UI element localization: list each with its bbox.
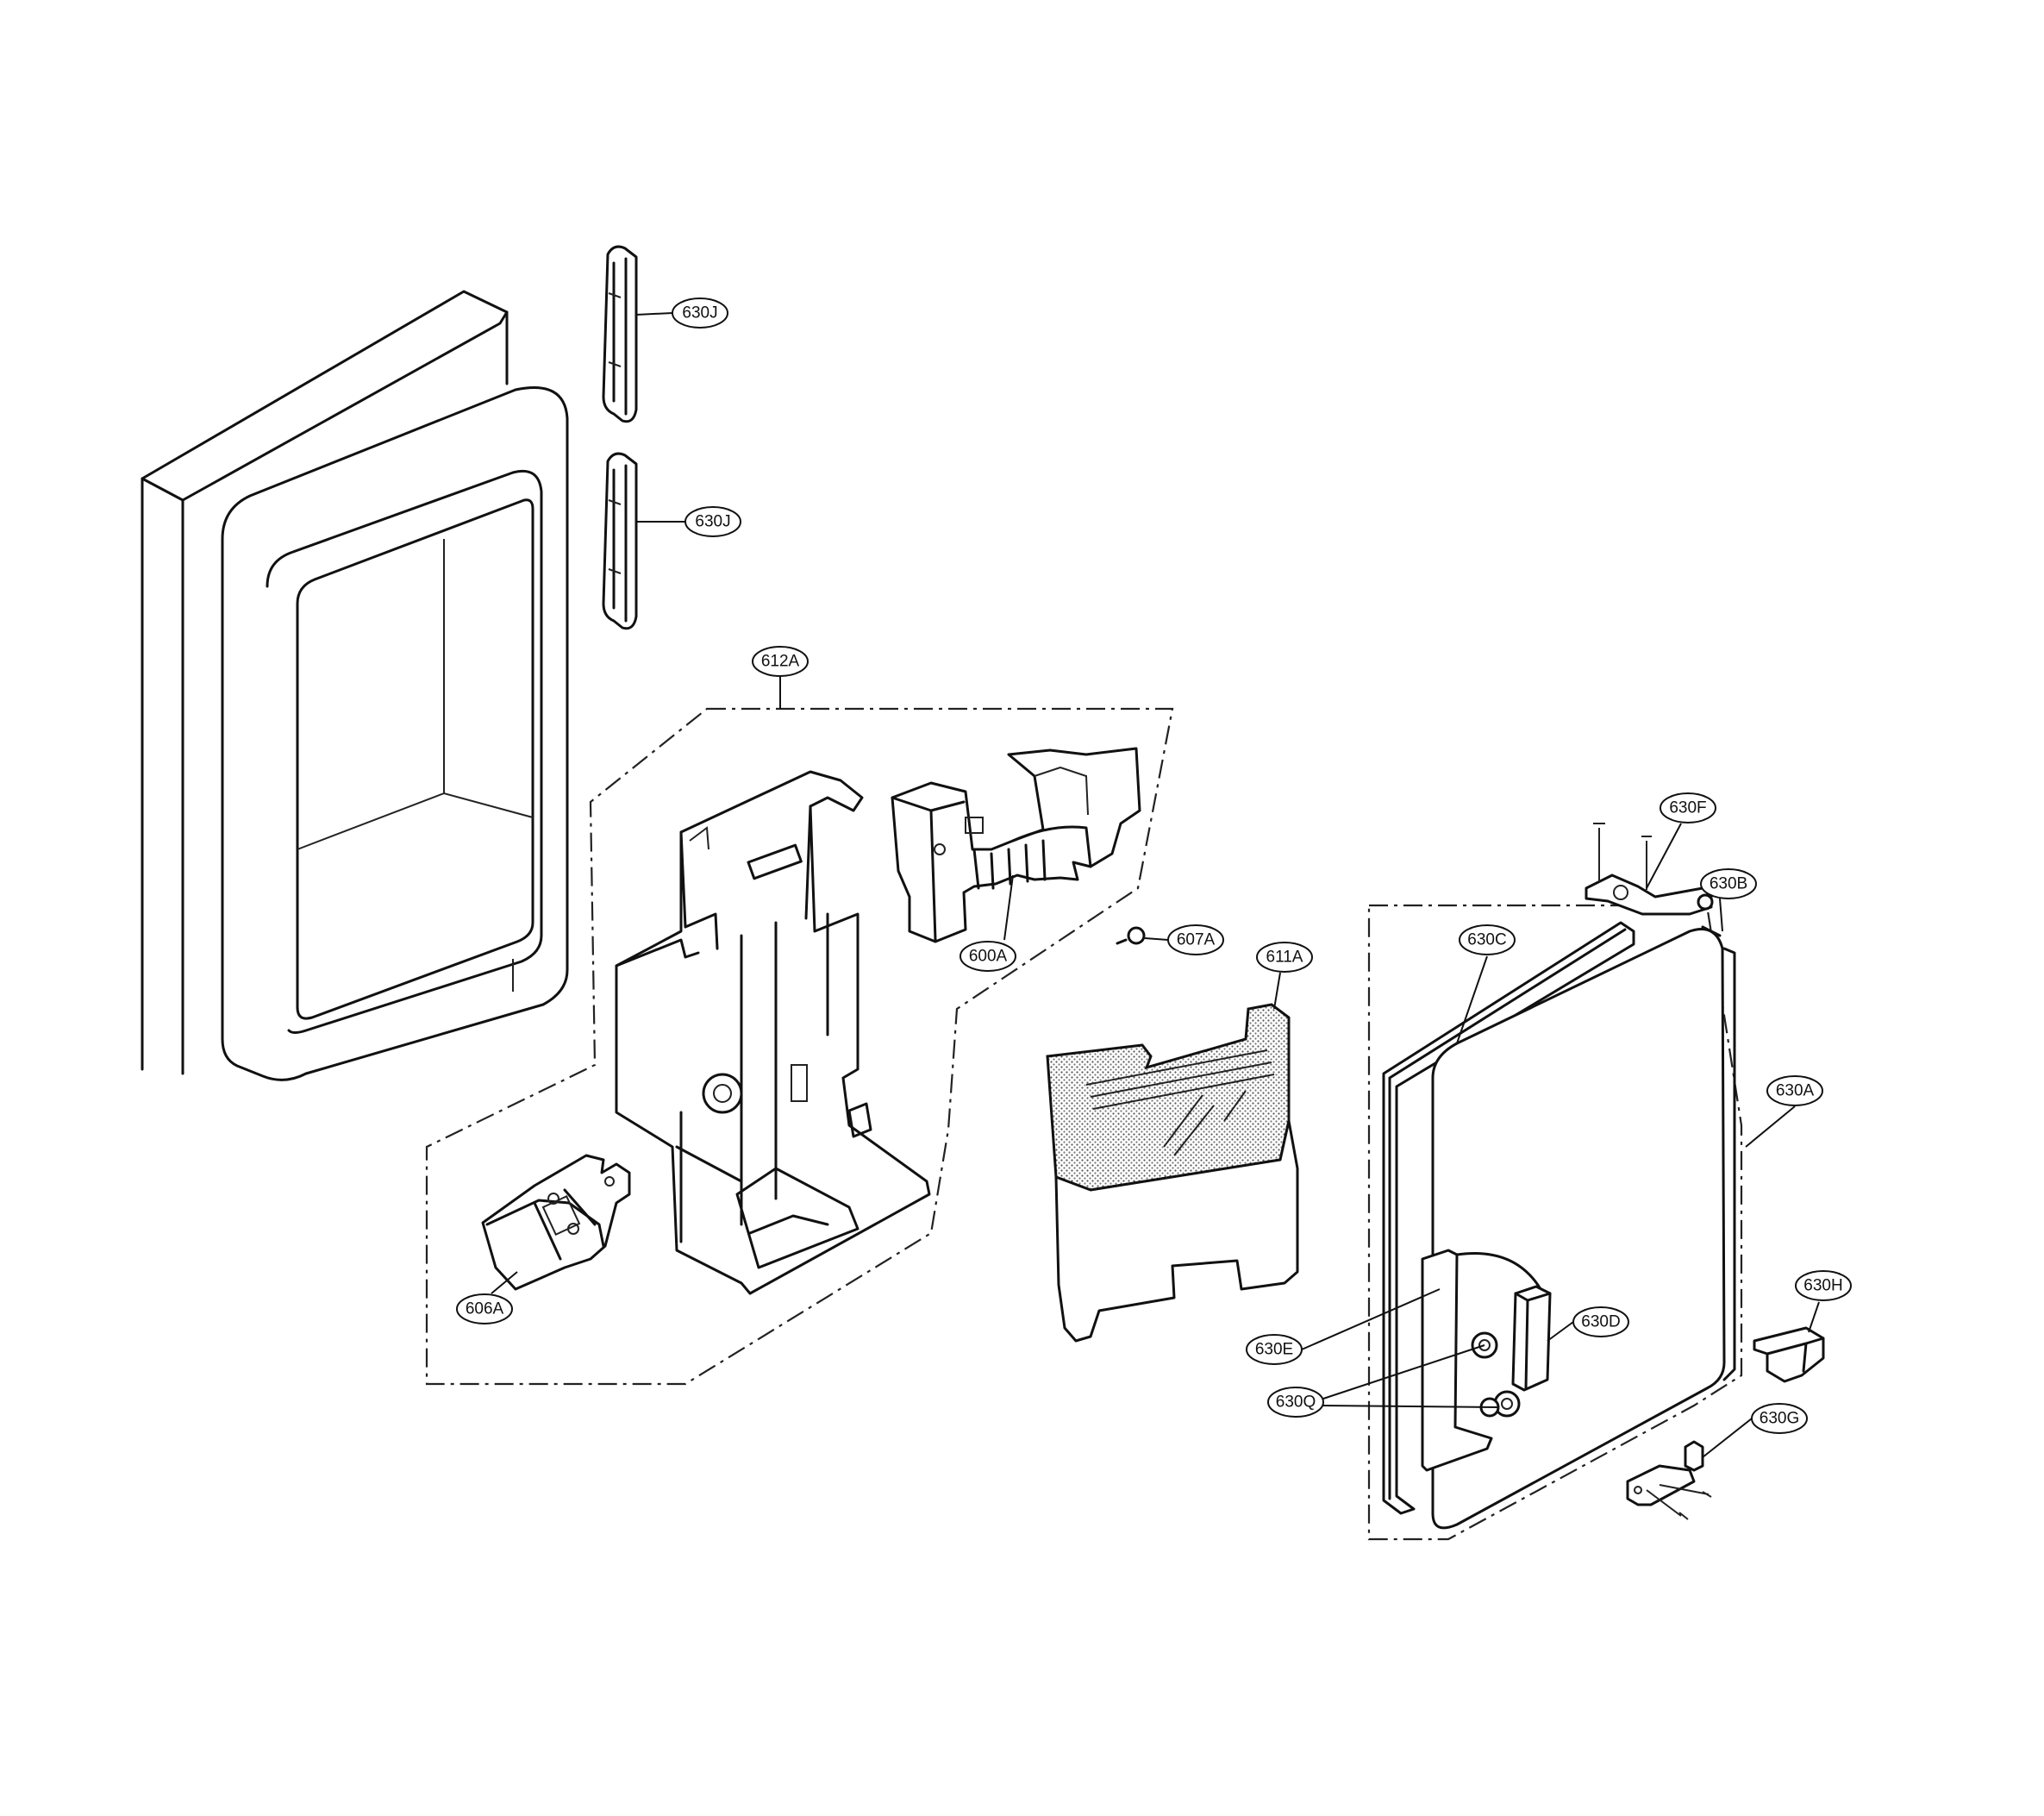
- door-handle-trim-lower: [602, 452, 638, 630]
- callout-label: 612A: [761, 653, 800, 671]
- callout-630D: 630D: [1572, 1306, 1629, 1337]
- top-hinge-630F: [1585, 823, 1714, 916]
- hinge-cam-assembly: [1421, 1249, 1552, 1472]
- assembly-boundary-630A: [1367, 904, 1743, 1541]
- callout-label: 607A: [1177, 931, 1216, 949]
- callout-630E: 630E: [1246, 1334, 1303, 1365]
- callout-612A: 612A: [752, 646, 809, 677]
- callout-label: 630E: [1255, 1341, 1293, 1359]
- ice-chute-flapper: [481, 1154, 631, 1291]
- bottom-hinge-630G: [1626, 1440, 1712, 1520]
- dispenser-housing: [615, 770, 931, 1295]
- door-handle-trim-upper: [602, 245, 638, 423]
- screw-607A: [1116, 926, 1146, 945]
- callout-label: 600A: [969, 948, 1008, 966]
- callout-label: 630A: [1776, 1082, 1815, 1100]
- callout-630J-top: 630J: [672, 297, 728, 329]
- callout-606A: 606A: [456, 1293, 513, 1324]
- callout-label: 630H: [1803, 1277, 1842, 1295]
- callout-label: 630J: [682, 304, 717, 322]
- callout-607A: 607A: [1167, 924, 1224, 955]
- callout-630F: 630F: [1660, 792, 1716, 823]
- callout-630C: 630C: [1459, 924, 1516, 955]
- door-stopper-630H: [1753, 1326, 1825, 1383]
- ice-maker-assembly: [891, 747, 1141, 943]
- ice-bucket-cover: [1046, 1003, 1299, 1343]
- refrigerator-door-panel: [1431, 925, 1736, 1530]
- callout-630Q: 630Q: [1267, 1387, 1324, 1418]
- callout-label: 630G: [1760, 1410, 1799, 1428]
- callout-630H: 630H: [1795, 1270, 1852, 1301]
- callout-label: 630Q: [1276, 1393, 1316, 1412]
- callout-label: 630J: [695, 513, 730, 531]
- callout-630A: 630A: [1766, 1075, 1823, 1106]
- callout-label: 630F: [1669, 799, 1706, 817]
- callout-600A: 600A: [959, 941, 1016, 972]
- freezer-door-panel: [141, 290, 569, 1081]
- callout-label: 606A: [466, 1300, 504, 1318]
- callout-630G: 630G: [1751, 1403, 1808, 1434]
- callout-label: 630C: [1467, 931, 1506, 949]
- callout-630B: 630B: [1700, 868, 1757, 899]
- callout-611A: 611A: [1256, 942, 1313, 973]
- callout-630J-bottom: 630J: [684, 506, 741, 537]
- callout-label: 630B: [1710, 875, 1747, 893]
- assembly-boundary-612A: [425, 707, 1174, 1386]
- callout-label: 611A: [1266, 949, 1303, 967]
- leader-lines: [491, 312, 1820, 1458]
- door-gasket: [1382, 921, 1635, 1515]
- callout-label: 630D: [1581, 1313, 1620, 1331]
